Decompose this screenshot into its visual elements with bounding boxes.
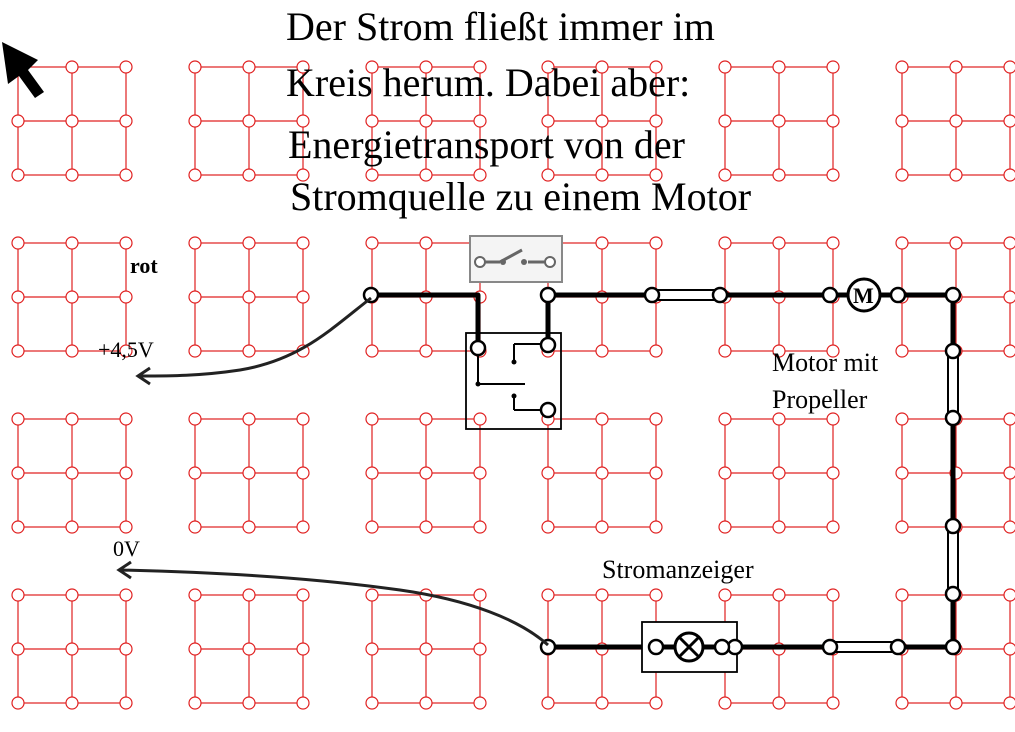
grid-cell: [365, 412, 487, 534]
label-plus-voltage: +4,5V: [98, 337, 154, 362]
motor-symbol: M: [853, 283, 874, 308]
title-line-2: Kreis herum. Dabei aber:: [286, 60, 690, 105]
connection-node: [821, 286, 839, 304]
grid-cell: [365, 60, 487, 182]
label-zero-voltage: 0V: [113, 536, 140, 561]
connection-nodes: [362, 286, 962, 656]
label-rot: rot: [130, 253, 158, 278]
connection-node: [469, 339, 487, 357]
motor-icon: M: [830, 277, 898, 313]
connection-node: [539, 336, 557, 354]
lead-zero: [119, 568, 549, 647]
title-line-1: Der Strom fließt immer im: [286, 4, 715, 49]
grid-cell: [188, 412, 310, 534]
pointer-arrow-icon: [2, 42, 44, 98]
label-ammeter: Stromanzeiger: [602, 555, 754, 584]
grid-cell: [188, 588, 310, 710]
connection-node: [944, 342, 962, 360]
grid-cell: [718, 60, 840, 182]
grid-cell: [541, 60, 663, 182]
label-motor-line-1: Motor mit: [772, 348, 879, 377]
connection-node: [821, 638, 839, 656]
connection-node: [944, 585, 962, 603]
grid-cell: [11, 412, 133, 534]
connection-node: [711, 286, 729, 304]
connection-node: [944, 409, 962, 427]
connection-node: [944, 638, 962, 656]
connector-bars: [651, 289, 959, 653]
connection-node: [539, 286, 557, 304]
switch-icon: [469, 235, 563, 283]
connection-node: [944, 286, 962, 304]
grid-cell: [895, 60, 1015, 182]
lead-plus: [139, 296, 372, 378]
label-motor-line-2: Propeller: [772, 385, 868, 414]
grid-cell: [188, 236, 310, 358]
lead-zero-arrowhead: [116, 560, 132, 580]
connection-node: [889, 286, 907, 304]
title-line-3: Energietransport von der: [288, 122, 685, 167]
connection-node: [944, 517, 962, 535]
grid-cell: [11, 588, 133, 710]
title-line-4: Stromquelle zu einem Motor: [290, 174, 751, 219]
relay-icon: [465, 332, 562, 430]
connection-node: [539, 401, 557, 419]
grid-cell: [718, 412, 840, 534]
grid-cell: [188, 60, 310, 182]
grid-cell: [541, 412, 663, 534]
connection-node: [647, 638, 665, 656]
grid-cell: [11, 236, 133, 358]
grid-cell: [365, 588, 487, 710]
connection-node: [889, 638, 907, 656]
connection-node: [713, 638, 731, 656]
lead-plus-arrowhead: [135, 366, 151, 386]
connection-node: [643, 286, 661, 304]
connection-node: [362, 286, 380, 304]
